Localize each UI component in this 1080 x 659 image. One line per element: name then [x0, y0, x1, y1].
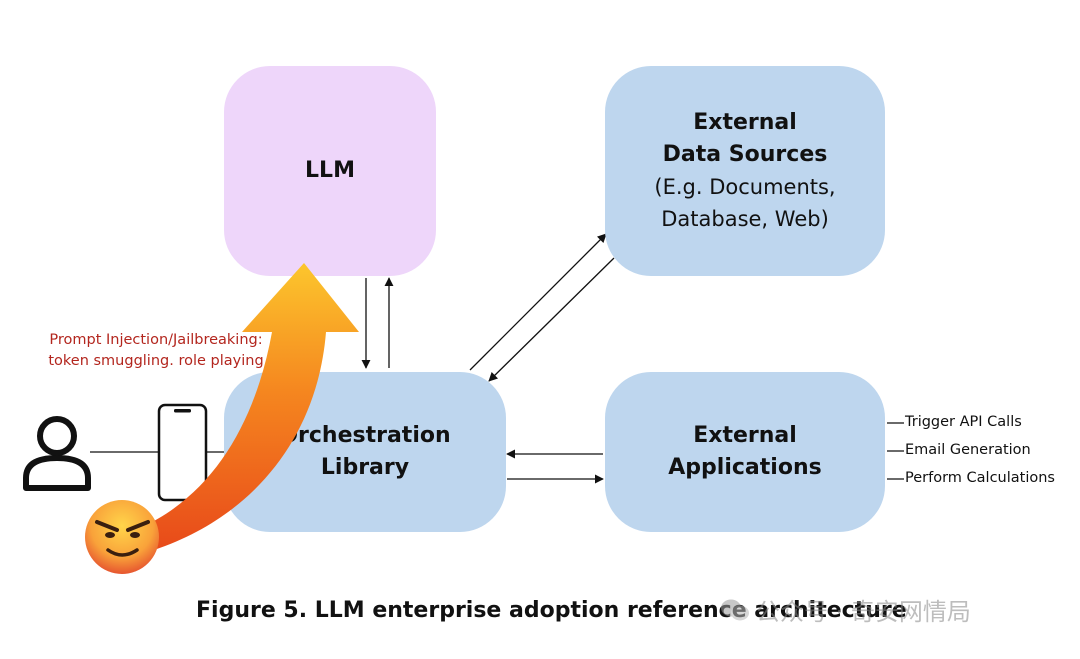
llm-node: LLM [224, 66, 436, 276]
orchestration-title-2: Library [320, 455, 410, 480]
external-applications-node: External Applications [605, 372, 885, 532]
data-sources-detail-1: (E.g. Documents, [654, 175, 836, 199]
arrow-orchestration-to-data-sources [469, 233, 607, 371]
applications-title-1: External [693, 423, 797, 448]
external-data-sources-node: External Data Sources (E.g. Documents, D… [605, 66, 885, 276]
output-email-generation: Email Generation [905, 442, 1031, 458]
output-perform-calculations: Perform Calculations [905, 470, 1055, 486]
llm-title: LLM [305, 158, 355, 183]
attack-label-line1: Prompt Injection/Jailbreaking: [49, 332, 263, 348]
data-sources-title-2: Data Sources [662, 142, 828, 167]
orchestration-library-node: Orchestration Library [224, 372, 506, 532]
watermark-text: 公众号 · 奇安网情局 [756, 598, 971, 626]
attack-label-line2: token smuggling. role playing [48, 353, 264, 369]
smartphone-icon [157, 403, 208, 502]
data-sources-detail-2: Database, Web) [661, 207, 829, 231]
data-sources-title-1: External [693, 110, 797, 135]
arrow-data-sources-to-orchestration [488, 257, 615, 382]
wechat-icon [721, 599, 749, 620]
watermark: 公众号 · 奇安网情局 [720, 592, 971, 627]
applications-title-2: Applications [668, 455, 822, 480]
user-icon [23, 416, 91, 491]
output-trigger-api-calls: Trigger API Calls [905, 414, 1022, 430]
orchestration-title-1: Orchestration [279, 423, 451, 448]
figure-caption: Figure 5. LLM enterprise adoption refere… [196, 598, 907, 623]
